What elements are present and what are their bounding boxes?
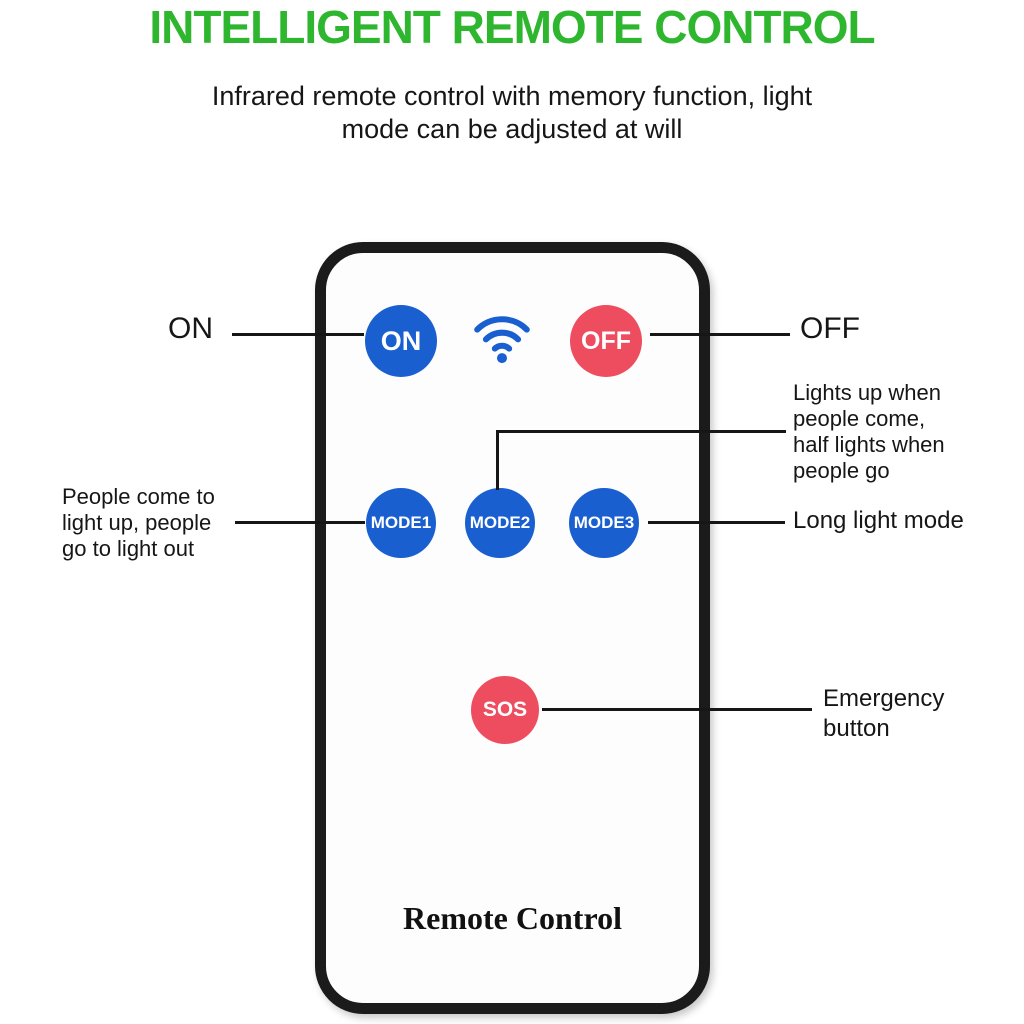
callout-off-label: OFF [800,312,860,345]
mode1-button: MODE1 [366,488,436,558]
callout-on-label: ON [168,312,213,345]
remote-label: Remote Control [403,900,622,936]
mode3-button: MODE3 [569,488,639,558]
page-title: INTELLIGENT REMOTE CONTROL [149,1,875,53]
callout-line-mode3 [648,521,785,524]
off-button-label: OFF [581,326,631,355]
callout-mode2-text: Lights up when people come, half lights … [793,380,945,483]
on-button-label: ON [380,325,422,356]
mode2-button: MODE2 [465,488,535,558]
wifi-icon [474,316,530,364]
callout-line-on [232,333,364,336]
callout-line-off [650,333,790,336]
off-button: OFF [570,305,642,377]
on-button: ON [365,305,437,377]
mode1-button-label: MODE1 [370,513,432,532]
mode2-button-label: MODE2 [469,513,531,532]
callout-line-mode2-vertical [496,430,499,490]
sos-button: SOS [471,676,539,744]
callout-line-sos [542,708,812,711]
callout-line-mode2-horizontal [496,430,786,433]
sos-button-label: SOS [482,698,528,721]
subtitle: Infrared remote control with memory func… [211,81,813,144]
callout-sos-text: Emergency button [823,685,945,742]
mode3-button-label: MODE3 [573,513,635,532]
callout-mode1-text: People come to light up, people go to li… [62,484,215,561]
callout-line-mode1 [235,521,365,524]
callout-mode3-text: Long light mode [793,507,964,534]
